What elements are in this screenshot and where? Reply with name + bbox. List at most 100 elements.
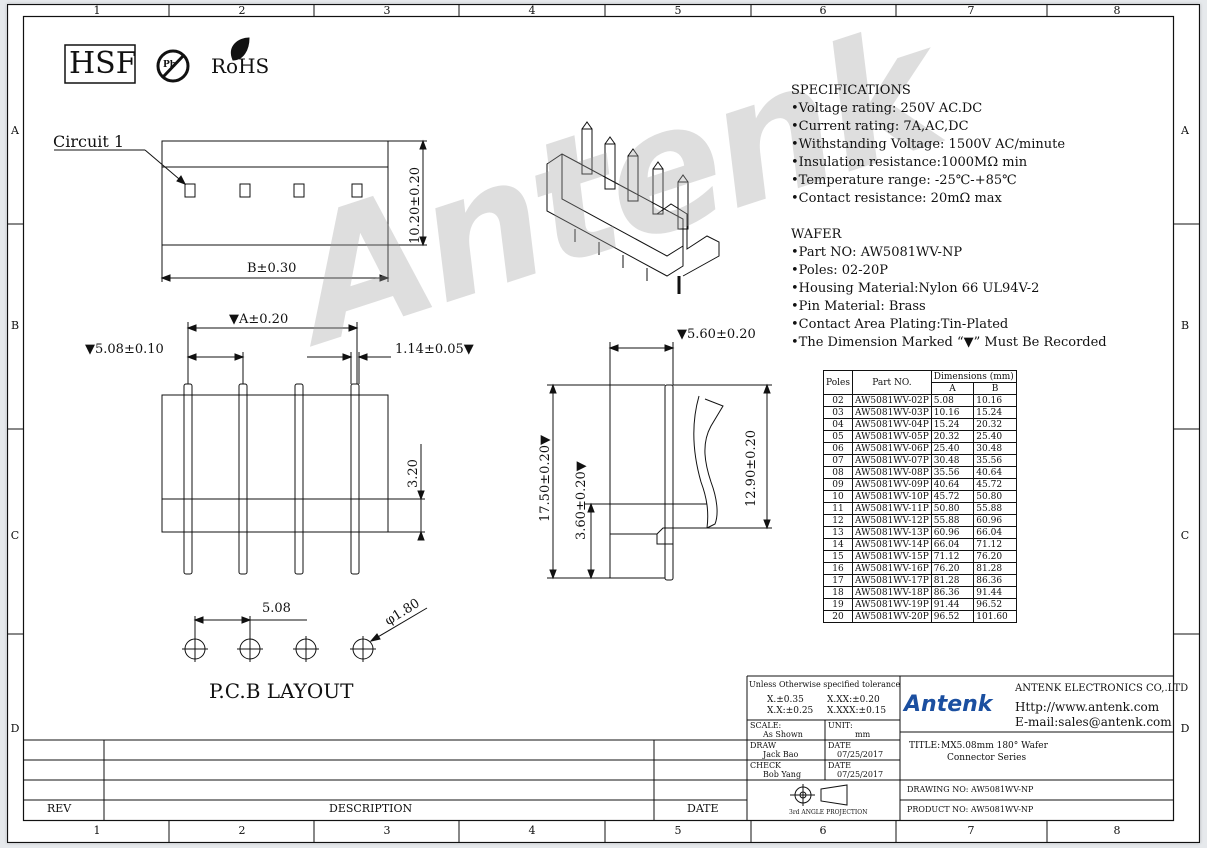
- wafer-housing: •Housing Material:Nylon 66 UL94V-2: [791, 281, 1040, 296]
- cell-poles: 07: [823, 454, 853, 467]
- cell-poles: 19: [823, 598, 853, 611]
- date-header: DATE: [687, 802, 719, 815]
- cell-dim-a: 25.40: [930, 442, 975, 455]
- drawing-linework: [7, 4, 1200, 843]
- cell-part-no: AW5081WV-02P: [852, 394, 932, 407]
- title-line-2: Connector Series: [947, 753, 1027, 763]
- draw-date-label: DATE: [828, 741, 851, 750]
- cell-dim-b: 96.52: [973, 598, 1017, 611]
- tolerance-heading: Unless Otherwise specified tolerance: [749, 680, 901, 689]
- dim-3-20: 3.20: [406, 459, 421, 488]
- cell-dim-a: 91.44: [930, 598, 975, 611]
- dim-total-height: 17.50±0.20▼: [538, 434, 553, 522]
- cell-poles: 13: [823, 526, 853, 539]
- zone-top-7: 7: [967, 4, 975, 17]
- cell-poles: 05: [823, 430, 853, 443]
- cell-poles: 04: [823, 418, 853, 431]
- wafer-heading: WAFER: [791, 227, 842, 242]
- cell-part-no: AW5081WV-05P: [852, 430, 932, 443]
- zone-bottom-1: 1: [93, 824, 101, 837]
- check-value: Bob Yang: [763, 770, 802, 779]
- spec-voltage: •Voltage rating: 250V AC.DC: [791, 101, 983, 116]
- cell-dim-b: 50.80: [973, 490, 1017, 503]
- col-a: A: [930, 382, 975, 395]
- cell-dim-b: 71.12: [973, 538, 1017, 551]
- cell-dim-a: 66.04: [930, 538, 975, 551]
- dim-side-offset: ▼5.60±0.20: [677, 327, 756, 342]
- pcb-layout-title: P.C.B LAYOUT: [209, 679, 354, 703]
- description-header: DESCRIPTION: [329, 802, 413, 815]
- check-date-label: DATE: [828, 761, 851, 770]
- cell-dim-b: 10.16: [973, 394, 1017, 407]
- wafer-part-no: •Part NO: AW5081WV-NP: [791, 245, 963, 260]
- zone-bottom-8: 8: [1113, 824, 1121, 837]
- cell-dim-a: 50.80: [930, 502, 975, 515]
- cell-dim-a: 60.96: [930, 526, 975, 539]
- cell-part-no: AW5081WV-13P: [852, 526, 932, 539]
- projection-label: 3rd ANGLE PROJECTION: [789, 809, 868, 816]
- unit-label: UNIT:: [828, 721, 853, 730]
- cell-dim-a: 10.16: [930, 406, 975, 419]
- tolerance-x: X.±0.35: [767, 695, 804, 705]
- cell-poles: 09: [823, 478, 853, 491]
- cell-part-no: AW5081WV-04P: [852, 418, 932, 431]
- spec-current: •Current rating: 7A,AC,DC: [791, 119, 969, 134]
- drawing-sheet: 1 2 3 4 5 6 7 8 1 2 3 4 5 6 7 8 A B C D …: [7, 0, 1200, 843]
- zone-bottom-3: 3: [383, 824, 391, 837]
- zone-bottom-7: 7: [967, 824, 975, 837]
- cell-dim-b: 81.28: [973, 562, 1017, 575]
- zone-right-a: A: [1181, 124, 1189, 137]
- zone-bottom-4: 4: [528, 824, 536, 837]
- zone-top-8: 8: [1113, 4, 1121, 17]
- dim-pin-width: 1.14±0.05▼: [395, 342, 474, 357]
- circuit-1-label: Circuit 1: [53, 132, 125, 151]
- zone-top-3: 3: [383, 4, 391, 17]
- cell-dim-a: 81.28: [930, 574, 975, 587]
- zone-right-c: C: [1180, 529, 1190, 542]
- company-website[interactable]: Http://www.antenk.com: [1015, 700, 1160, 714]
- draw-date: 07/25/2017: [837, 750, 884, 759]
- cell-part-no: AW5081WV-18P: [852, 586, 932, 599]
- cell-poles: 12: [823, 514, 853, 527]
- cell-dim-a: 20.32: [930, 430, 975, 443]
- cell-poles: 14: [823, 538, 853, 551]
- rohs-logo: RoHS: [211, 54, 270, 78]
- spec-contact-resistance: •Contact resistance: 20mΩ max: [791, 191, 1002, 206]
- col-poles: Poles: [823, 370, 853, 395]
- cell-dim-b: 91.44: [973, 586, 1017, 599]
- cell-dim-b: 15.24: [973, 406, 1017, 419]
- col-dimensions: Dimensions (mm): [930, 370, 1017, 383]
- cell-dim-b: 66.04: [973, 526, 1017, 539]
- cell-dim-a: 30.48: [930, 454, 975, 467]
- col-b: B: [973, 382, 1017, 395]
- company-email[interactable]: E-mail:sales@antenk.com: [1015, 715, 1172, 729]
- cell-part-no: AW5081WV-17P: [852, 574, 932, 587]
- pcb-pitch: 5.08: [262, 601, 291, 616]
- cell-part-no: AW5081WV-08P: [852, 466, 932, 479]
- cell-dim-a: 40.64: [930, 478, 975, 491]
- product-number: PRODUCT NO: AW5081WV-NP: [907, 805, 1034, 814]
- spec-temperature: •Temperature range: -25℃-+85℃: [791, 173, 1017, 188]
- cell-part-no: AW5081WV-09P: [852, 478, 932, 491]
- cell-part-no: AW5081WV-07P: [852, 454, 932, 467]
- cell-dim-b: 76.20: [973, 550, 1017, 563]
- cell-poles: 16: [823, 562, 853, 575]
- cell-part-no: AW5081WV-06P: [852, 442, 932, 455]
- cell-dim-b: 55.88: [973, 502, 1017, 515]
- cell-poles: 11: [823, 502, 853, 515]
- zone-left-a: A: [11, 124, 19, 137]
- drawing-number: DRAWING NO: AW5081WV-NP: [907, 785, 1034, 794]
- tolerance-xxxx: X.XXX:±0.15: [827, 706, 887, 716]
- zone-bottom-6: 6: [819, 824, 827, 837]
- wafer-poles: •Poles: 02-20P: [791, 263, 888, 278]
- cell-dim-a: 45.72: [930, 490, 975, 503]
- rev-header: REV: [47, 802, 72, 815]
